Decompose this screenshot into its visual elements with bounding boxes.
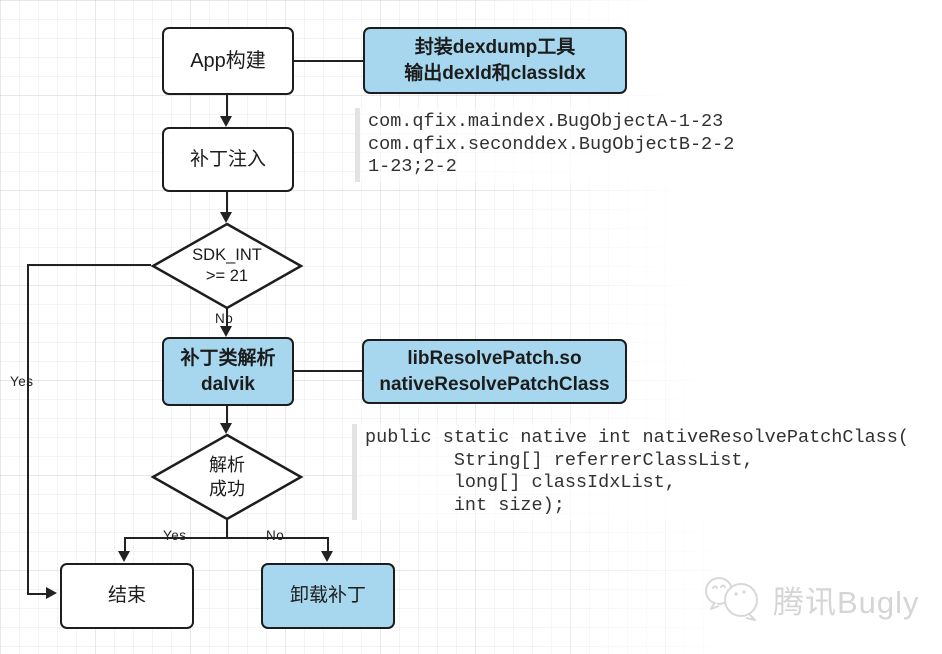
arrowhead-icon: [219, 116, 232, 127]
arrowhead-icon: [219, 212, 232, 223]
watermark: 腾讯Bugly: [703, 570, 920, 628]
connector-branch-horizontal: [124, 536, 329, 539]
connector-app-to-dexdump: [294, 59, 363, 62]
node-resolve-check-label: 解析 成功: [209, 455, 245, 499]
arrowhead-icon: [320, 551, 333, 562]
arrowhead-icon: [46, 587, 57, 599]
node-unload-patch: 卸载补丁: [261, 563, 395, 629]
arrowhead-icon: [219, 423, 232, 434]
node-patch-resolve-dalvik: 补丁类解析 dalvik: [162, 337, 294, 406]
node-resolve-check: 解析 成功: [150, 432, 304, 522]
node-patch-inject: 补丁注入: [162, 127, 294, 192]
code-dexdump-output: com.qfix.maindex.BugObjectA-1-23 com.qfi…: [355, 108, 743, 182]
edge-label-sdk-no: No: [215, 311, 234, 326]
connector-dalvik-to-resolvecheck: [225, 406, 228, 425]
arrowhead-icon: [117, 551, 130, 562]
diamond-shape: [150, 222, 304, 310]
connector-inject-to-sdkcheck: [225, 192, 228, 214]
node-dexdump-tool: 封装dexdump工具 输出dexId和classIdx: [363, 27, 627, 94]
bugly-logo-icon: [705, 577, 758, 621]
edge-label-sdk-yes: Yes: [10, 374, 34, 389]
connector-sdk-yes-vertical: [26, 264, 29, 594]
connector-sdkcheck-to-dalvik: [225, 309, 228, 327]
connector-sdk-yes-into-end: [27, 592, 48, 595]
node-end: 结束: [60, 563, 194, 629]
node-app-build: App构建: [162, 27, 294, 95]
node-sdk-check: SDK_INT >= 21: [150, 221, 304, 311]
edge-label-resolve-no: No: [266, 528, 285, 543]
edge-label-resolve-yes: Yes: [163, 528, 187, 543]
connector-app-to-inject: [225, 95, 228, 117]
connector-resolvecheck-stem: [225, 520, 228, 538]
connector-sdk-yes-horizontal: [27, 263, 151, 266]
connector-dalvik-to-lib: [294, 369, 362, 372]
node-native-lib: libResolvePatch.so nativeResolvePatchCla…: [362, 339, 627, 404]
connector-no-to-unload: [326, 537, 329, 553]
connector-yes-to-end: [123, 537, 126, 553]
diamond-shape: [150, 433, 304, 521]
code-native-signature: public static native int nativeResolvePa…: [352, 424, 917, 520]
arrowhead-icon: [219, 326, 232, 337]
node-sdk-check-label: SDK_INT >= 21: [192, 246, 262, 285]
watermark-text: 腾讯Bugly: [773, 584, 920, 620]
